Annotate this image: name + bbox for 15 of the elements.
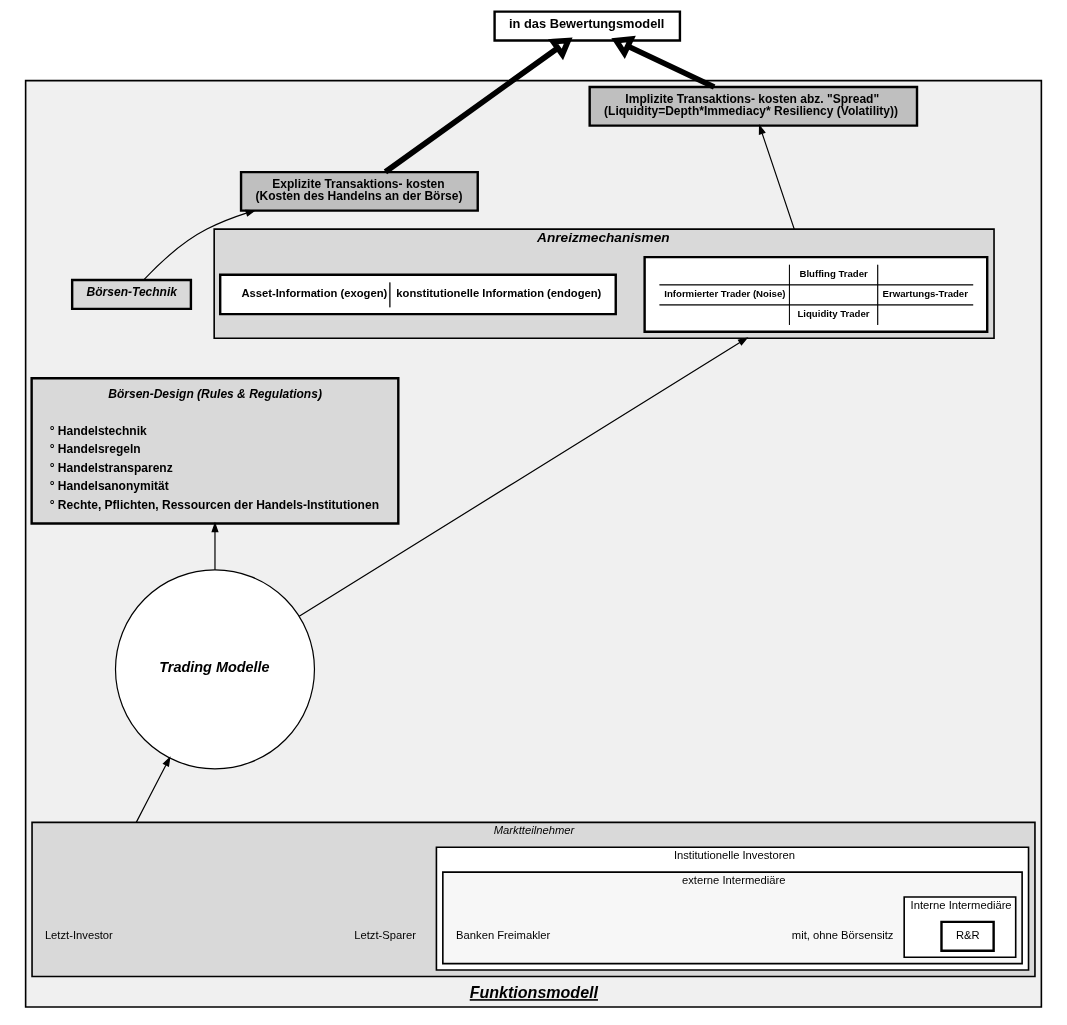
node-box: Börsen-Technik	[70, 278, 193, 311]
arrow	[135, 756, 171, 823]
node-box: Asset-Information (exogen) konstitutionelle Information (endogen)	[219, 273, 617, 316]
arrow	[383, 37, 573, 175]
node-box: Explizite Transaktions- kosten (Kosten des Handelns an der Börse)	[239, 170, 479, 212]
node-box: Börsen-Design (Rules & Regulations) ° Handelstechnik ° Handelsregeln ° Handelstransparenz ° Handelsanonymität ° Rechte, Pflichten, Ressourcen der Handels-Institutionen	[30, 377, 400, 525]
node-box: R&R	[940, 920, 995, 952]
node-box: Bluffing Trader Informierter Trader (Noise) Erwartungs-Trader Liquidity Trader	[643, 255, 989, 333]
arrow	[211, 521, 219, 571]
arrow	[611, 35, 716, 90]
arrow	[143, 209, 257, 281]
arrow	[298, 337, 749, 617]
arrow	[758, 123, 795, 230]
node-box: in das Bewertungsmodell	[493, 10, 682, 42]
node-box: Implizite Transaktions- kosten abz. "Spread" (Liquidity=Depth*Immediacy* Resiliency (Volatility))	[588, 85, 919, 127]
